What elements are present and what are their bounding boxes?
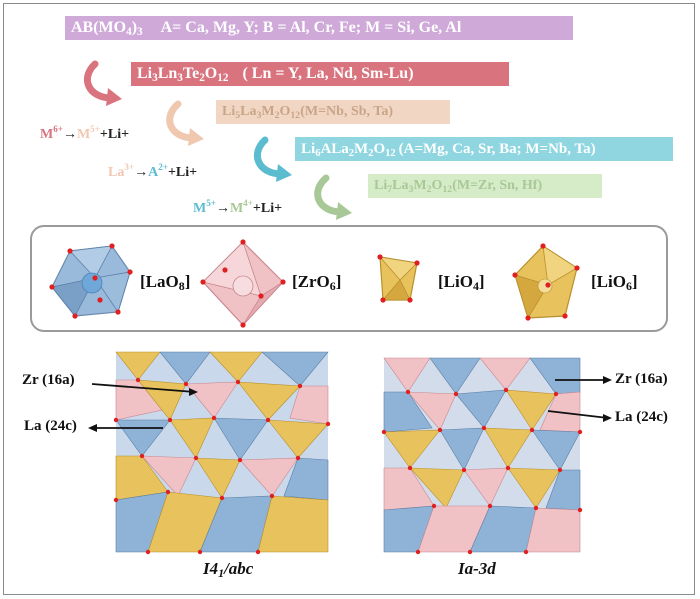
- label-la-24c-left: La (24c): [24, 418, 77, 434]
- li3-band: Li3Ln3Te2O12 ( Ln = Y, La, Nd, Sm-Lu): [131, 62, 509, 86]
- oxygen-atoms: [49, 239, 580, 328]
- substitution-3: M5+→M4++Li+: [193, 198, 282, 217]
- curved-arrow-icon: [314, 174, 346, 216]
- legend-label-lio4: [LiO4]: [438, 272, 485, 293]
- li6-band: Li6ALa2M2O12(A=Mg, Ca, Sr, Ba; M=Nb, Ta): [295, 137, 673, 161]
- li3-note: ( Ln = Y, La, Nd, Sm-Lu): [242, 65, 414, 82]
- legend-label-lao8: [LaO8]: [140, 272, 191, 293]
- formula-li5: Li5La3M2O12: [222, 104, 301, 121]
- arrow-right-icon: →: [134, 165, 149, 180]
- garnet-general-note: A= Ca, Mg, Y; B = Al, Cr, Fe; M = Si, Ge…: [160, 19, 462, 36]
- zro6-polyhedron-icon: [202, 241, 284, 326]
- formula-li6: Li6ALa2M2O12: [301, 141, 396, 159]
- polyhedra-legend: [30, 225, 668, 332]
- caption-tetragonal: I41/abc: [203, 559, 254, 580]
- substitution-1: M6+→M5++Li+: [40, 124, 129, 143]
- sub2-plus: +Li+: [167, 165, 198, 180]
- label-la-24c-right: La (24c): [615, 409, 668, 425]
- formula-ab-mo4-3: AB(MO4)3: [71, 19, 143, 38]
- formula-li7: Li7La3M2O12: [374, 178, 453, 195]
- sub2-to: A2+: [148, 162, 168, 180]
- sub2-from: La3+: [108, 162, 135, 180]
- arrow-right-icon: →: [215, 201, 230, 216]
- li7-note: (M=Zr, Sn, Hf): [452, 178, 543, 193]
- li7-band: Li7La3M2O12(M=Zr, Sn, Hf): [368, 174, 602, 198]
- cubic-structure-image: [381, 357, 583, 555]
- arrowhead-icon: [276, 164, 292, 182]
- arrowhead-icon: [188, 128, 204, 146]
- legend-label-lio6: [LiO6]: [591, 272, 638, 293]
- annotation-arrows: [88, 376, 612, 432]
- formula-li3: Li3Ln3Te2O12: [137, 65, 229, 84]
- curved-arrow-icon: [166, 100, 198, 142]
- substitution-2: La3+→A2++Li+: [108, 162, 197, 181]
- sub1-plus: +Li+: [99, 127, 130, 142]
- arrowhead-icon: [336, 202, 352, 220]
- label-zr-16a-left: Zr (16a): [22, 372, 75, 388]
- li5-note: (M=Nb, Sb, Ta): [300, 104, 393, 119]
- arrowhead-icon: [106, 88, 122, 106]
- sub3-to: M4+: [229, 198, 253, 216]
- label-zr-16a-right: Zr (16a): [615, 371, 668, 387]
- curved-arrow-icon: [253, 136, 286, 178]
- garnet-general-band: AB(MO4)3 A= Ca, Mg, Y; B = Al, Cr, Fe; M…: [65, 16, 573, 40]
- legend-label-zro6: [ZrO6]: [292, 272, 342, 293]
- tetragonal-structure-image: [113, 351, 331, 555]
- sub3-from: M5+: [193, 198, 216, 216]
- caption-cubic: Ia-3d: [458, 559, 496, 578]
- li5-band: Li5La3M2O12(M=Nb, Sb, Ta): [216, 100, 450, 124]
- arrow-right-icon: →: [62, 127, 77, 142]
- lio6-polyhedron-icon: [514, 245, 578, 319]
- sub1-from: M6+: [40, 124, 63, 142]
- sub3-plus: +Li+: [252, 201, 283, 216]
- figure-frame: [3, 3, 695, 595]
- li6-note: (A=Mg, Ca, Sr, Ba; M=Nb, Ta): [398, 141, 596, 157]
- curved-arrow-icon: [83, 60, 116, 102]
- sub1-to: M5+: [76, 124, 100, 142]
